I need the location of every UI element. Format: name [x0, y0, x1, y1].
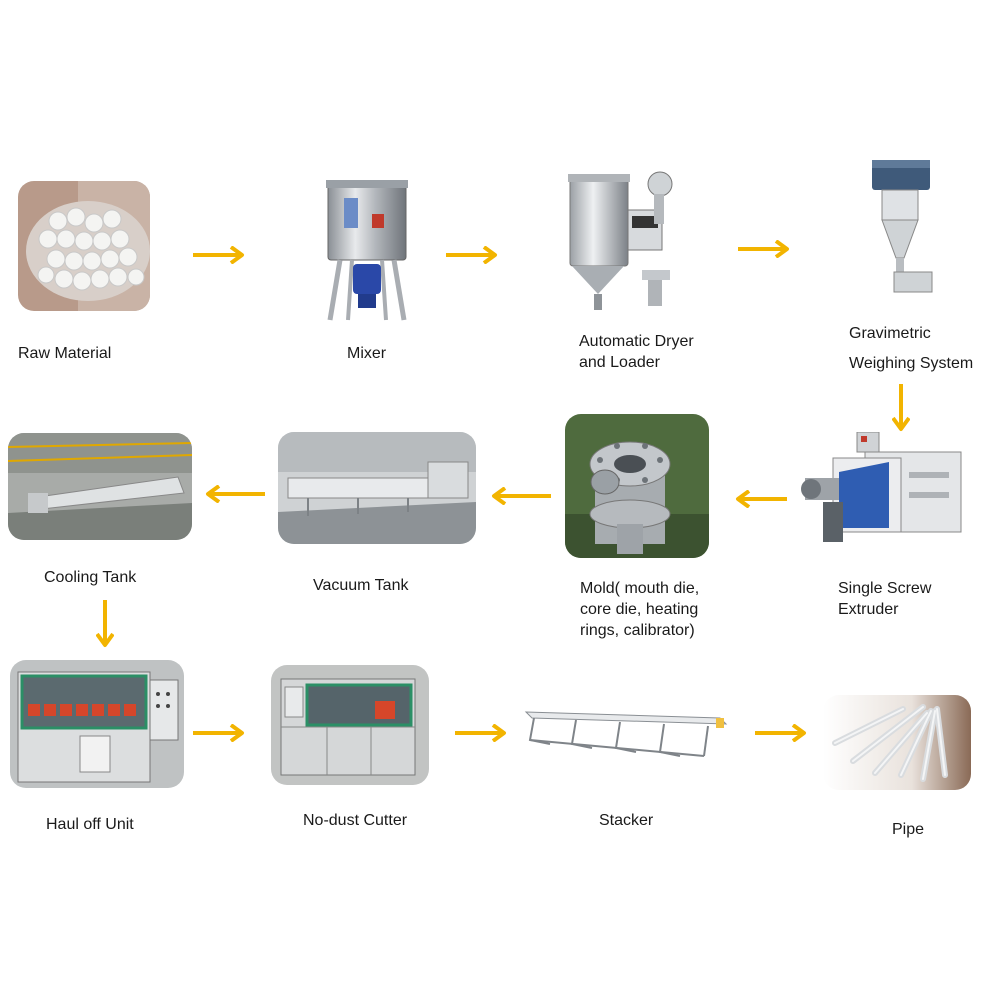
- mold-photo: [565, 414, 709, 558]
- arrow-right-2: [446, 246, 500, 264]
- arrow-left-3: [203, 485, 265, 503]
- pipe-photo: [823, 695, 971, 790]
- mold-label: Mold( mouth die, core die, heating rings…: [580, 580, 700, 639]
- raw-material-label: Raw Material: [18, 345, 112, 362]
- arrow-right-5: [455, 724, 509, 742]
- arrow-right-6: [755, 724, 809, 742]
- extruder-label: Single Screw Extruder: [838, 580, 932, 618]
- dryer-photo: [568, 170, 686, 315]
- mixer-label: Mixer: [347, 345, 387, 362]
- pipe-label: Pipe: [892, 821, 925, 838]
- cooling-tank-photo: [8, 433, 192, 540]
- arrow-down-1: [892, 384, 910, 434]
- raw-material-photo: [18, 181, 150, 311]
- cutter-photo: [271, 665, 429, 785]
- gravimetric-label: Gravimetric Weighing System: [849, 325, 974, 372]
- extruder-photo: [799, 432, 965, 550]
- mixer-photo: [322, 178, 412, 326]
- dryer-label: Automatic Dryer and Loader: [579, 333, 694, 371]
- haul-off-photo: [10, 660, 184, 788]
- cooling-tank-label: Cooling Tank: [44, 569, 137, 586]
- arrow-left-1: [733, 490, 787, 508]
- vacuum-tank-photo: [278, 432, 476, 544]
- stacker-label: Stacker: [599, 812, 654, 829]
- vacuum-tank-label: Vacuum Tank: [313, 577, 409, 594]
- arrow-left-2: [489, 487, 551, 505]
- haul-off-label: Haul off Unit: [46, 816, 134, 833]
- cutter-label: No-dust Cutter: [303, 812, 408, 829]
- arrow-down-2: [96, 600, 114, 650]
- stacker-photo: [520, 700, 730, 766]
- gravimetric-photo: [868, 158, 940, 298]
- arrow-right-3: [738, 240, 792, 258]
- arrow-right-4: [193, 724, 247, 742]
- arrow-right-1: [193, 246, 247, 264]
